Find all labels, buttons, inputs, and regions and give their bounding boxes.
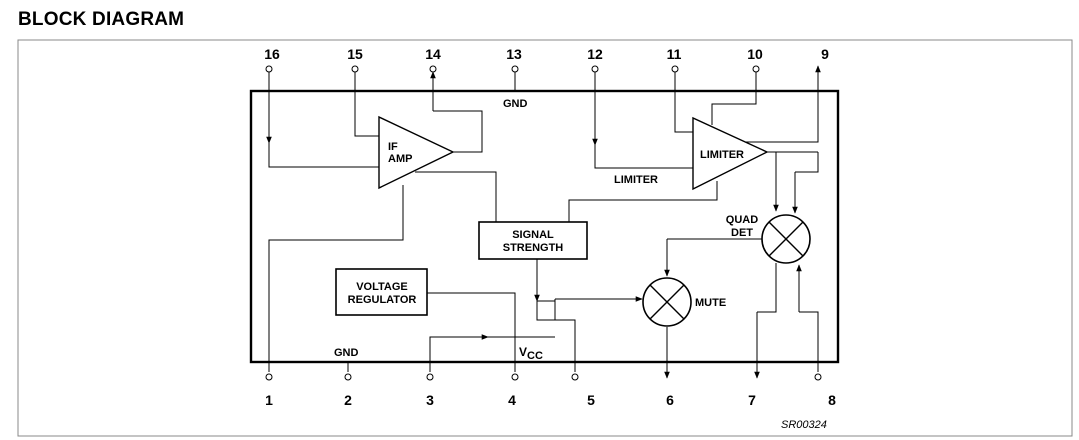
pin-8-label: 8 bbox=[828, 392, 836, 408]
pin-11-label: 11 bbox=[667, 46, 682, 62]
pin-15-label: 15 bbox=[347, 46, 363, 62]
limiter-pin-label: LIMITER bbox=[614, 174, 658, 186]
pin-10-label: 10 bbox=[747, 46, 763, 62]
limiter-triangle bbox=[692, 116, 769, 191]
pin-6-label: 6 bbox=[666, 392, 674, 408]
page-title: BLOCK DIAGRAM bbox=[18, 9, 185, 30]
if-amp-triangle bbox=[378, 115, 455, 190]
top-pin-numbers: 16 15 14 13 12 11 10 9 bbox=[264, 46, 829, 62]
bottom-pin-numbers: 1 2 3 4 5 6 7 8 bbox=[265, 392, 836, 408]
signal-strength-label-1: SIGNAL bbox=[512, 229, 554, 241]
pin-14-label: 14 bbox=[425, 46, 441, 62]
pin-1-label: 1 bbox=[265, 392, 273, 408]
chip-outline bbox=[249, 89, 840, 364]
pin-2-label: 2 bbox=[344, 392, 352, 408]
pin-13-label: 13 bbox=[506, 46, 522, 62]
quad-det-label-1: QUAD bbox=[726, 214, 758, 226]
if-amp-label-1: IF bbox=[388, 141, 398, 153]
pin-16-label: 16 bbox=[264, 46, 280, 62]
pin-3-label: 3 bbox=[426, 392, 434, 408]
pin-4-label: 4 bbox=[508, 392, 516, 408]
pin-7-label: 7 bbox=[748, 392, 756, 408]
wires bbox=[266, 65, 821, 379]
signal-strength-box bbox=[478, 221, 588, 260]
outer-frame bbox=[17, 39, 1073, 437]
pin-9-label: 9 bbox=[821, 46, 829, 62]
voltage-regulator-box bbox=[335, 268, 428, 316]
gnd-top-label: GND bbox=[503, 98, 528, 110]
top-pins bbox=[265, 65, 760, 73]
reference-code: SR00324 bbox=[781, 419, 827, 431]
signal-strength-label-2: STRENGTH bbox=[503, 242, 564, 254]
mute-label: MUTE bbox=[695, 297, 726, 309]
mute-mixer bbox=[642, 277, 692, 327]
vcc-label: VCC bbox=[519, 345, 543, 362]
voltage-regulator-label-1: VOLTAGE bbox=[356, 281, 408, 293]
if-amp-label-2: AMP bbox=[388, 153, 412, 165]
quad-det-label-2: DET bbox=[731, 227, 753, 239]
quad-det-mixer bbox=[761, 214, 811, 264]
gnd-bottom-label: GND bbox=[334, 347, 359, 359]
limiter-block-label: LIMITER bbox=[700, 149, 744, 161]
pin-12-label: 12 bbox=[587, 46, 603, 62]
bottom-pins bbox=[265, 373, 822, 381]
voltage-regulator-label-2: REGULATOR bbox=[348, 294, 417, 306]
pin-5-label: 5 bbox=[587, 392, 595, 408]
